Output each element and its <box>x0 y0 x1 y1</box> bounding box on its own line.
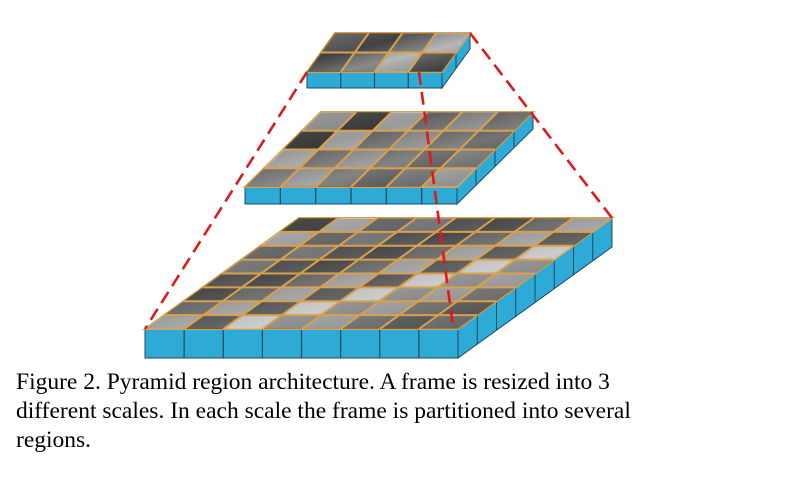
region-cell <box>318 130 373 150</box>
region-cell <box>424 130 479 150</box>
middle-scale-level <box>242 110 536 206</box>
region-cell <box>405 149 460 169</box>
region-cell <box>389 130 444 150</box>
region-cell <box>388 33 437 53</box>
region-cell <box>386 168 441 187</box>
region-cell <box>264 149 319 169</box>
figure-caption: Figure 2. Pyramid region architecture. A… <box>16 368 776 455</box>
region-cell <box>334 149 389 169</box>
region-cell <box>299 149 354 169</box>
top-scale-level <box>305 31 472 90</box>
dashed-connectors <box>143 32 614 330</box>
region-cell <box>337 112 392 131</box>
region-cell <box>340 52 389 72</box>
region-cell <box>321 33 369 53</box>
caption-line-1: Figure 2. Pyramid region architecture. A… <box>16 369 610 395</box>
bottom-scale-level <box>141 217 616 359</box>
region-cell <box>422 33 470 53</box>
region-cell <box>372 112 427 131</box>
region-cell <box>354 33 403 53</box>
region-cell <box>459 130 514 150</box>
region-cell <box>315 168 370 187</box>
pyramid-diagram <box>141 31 616 359</box>
region-cell <box>370 149 425 169</box>
region-cell <box>443 112 498 131</box>
region-cell <box>351 168 406 187</box>
region-cell <box>307 52 355 72</box>
dashed-connector-line <box>143 71 309 330</box>
dashed-connector-line <box>417 71 455 330</box>
region-cell <box>421 168 476 187</box>
region-cell <box>280 168 335 187</box>
region-cell <box>440 149 495 169</box>
region-cell <box>353 130 408 150</box>
region-cell <box>408 112 463 131</box>
region-cell <box>408 52 456 72</box>
region-cell <box>283 130 338 150</box>
region-cell <box>302 112 357 131</box>
region-cell <box>374 52 423 72</box>
pyramid-levels <box>141 31 616 359</box>
caption-line-3: regions. <box>16 427 92 453</box>
region-cell <box>245 168 300 187</box>
caption-line-2: different scales. In each scale the fram… <box>16 398 631 424</box>
region-cell <box>478 112 533 131</box>
